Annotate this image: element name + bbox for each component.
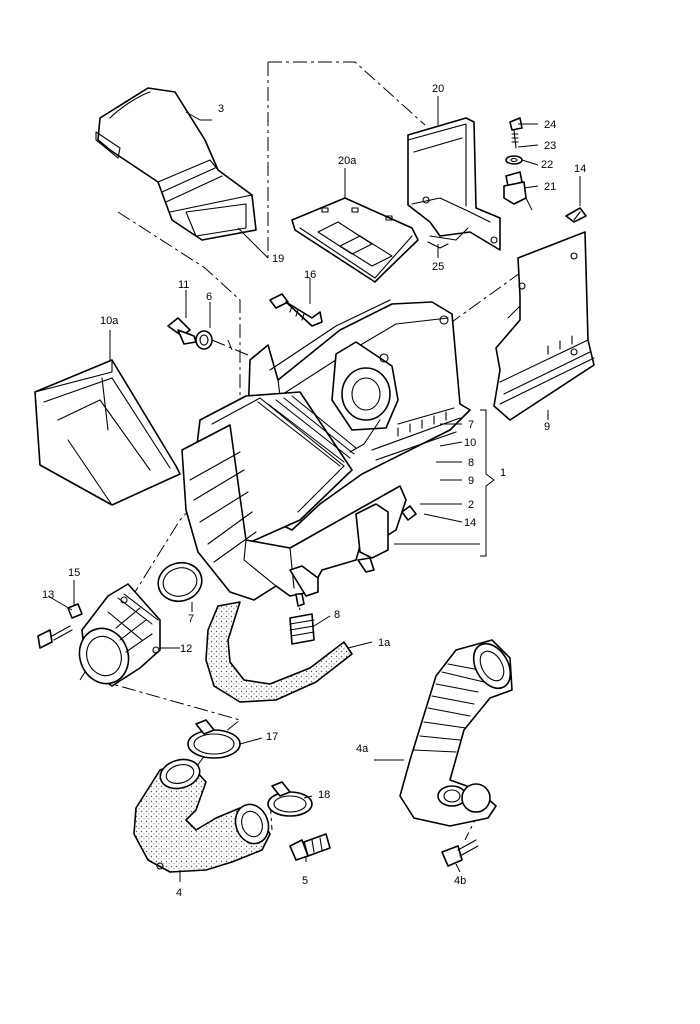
callout-20: 20 xyxy=(432,83,444,95)
nut-part-6 xyxy=(195,330,213,350)
callout-3: 3 xyxy=(218,103,224,115)
callout-7-left: 7 xyxy=(188,613,194,625)
callout-4a: 4a xyxy=(356,743,369,755)
callout-8-right: 8 xyxy=(468,457,474,469)
fitting-part-5 xyxy=(289,833,331,861)
lower-duct-part-4 xyxy=(133,758,271,873)
callout-19: 19 xyxy=(272,253,284,265)
callout-1a: 1a xyxy=(378,637,391,649)
intake-duct-part-3 xyxy=(95,87,257,241)
callout-9-right: 9 xyxy=(468,475,474,487)
callout-4b: 4b xyxy=(454,875,466,887)
callout-23: 23 xyxy=(544,140,556,152)
leader-lines xyxy=(47,96,581,882)
callout-24: 24 xyxy=(544,119,556,131)
washer-part-15 xyxy=(67,603,83,619)
bolt-part-16 xyxy=(269,293,323,327)
bellows-hose-part-4a xyxy=(399,639,513,827)
callout-22: 22 xyxy=(541,159,553,171)
hose-part-1a xyxy=(205,601,353,703)
callout-1: 1 xyxy=(500,467,506,479)
callout-7-right: 7 xyxy=(468,419,474,431)
callout-15: 15 xyxy=(68,567,80,579)
screw-part-13 xyxy=(37,625,73,649)
callout-labels: 3 20 20a 24 23 22 21 14 19 25 16 11 6 10… xyxy=(42,83,586,899)
grommet-part-11 xyxy=(167,317,197,345)
callout-5: 5 xyxy=(302,875,308,887)
callout-25: 25 xyxy=(432,261,444,273)
washer-part-22 xyxy=(505,155,523,165)
callout-6: 6 xyxy=(206,291,212,303)
callout-8-lower: 8 xyxy=(334,609,340,621)
callout-13: 13 xyxy=(42,589,54,601)
callout-18: 18 xyxy=(318,789,330,801)
callout-20a: 20a xyxy=(338,155,357,167)
side-panel-part-9 xyxy=(493,231,595,421)
callout-9-panel: 9 xyxy=(544,421,550,433)
fastener-part-24 xyxy=(509,117,523,149)
callout-16: 16 xyxy=(304,269,316,281)
callout-10: 10 xyxy=(464,437,476,449)
callout-21: 21 xyxy=(544,181,556,193)
callout-2: 2 xyxy=(468,499,474,511)
clamp-part-18 xyxy=(267,781,313,817)
screw-part-14-top xyxy=(565,207,587,223)
bolt-part-4b xyxy=(441,839,479,867)
callout-17: 17 xyxy=(266,731,278,743)
flange-part-12 xyxy=(78,583,161,687)
callout-4: 4 xyxy=(176,887,182,899)
o-ring-part-7 xyxy=(157,561,203,603)
scoop-part-10a xyxy=(34,359,181,506)
airbox-lower-housing xyxy=(181,424,407,607)
rubber-mount-part-8 xyxy=(289,613,315,645)
callout-12: 12 xyxy=(180,643,192,655)
callout-14-right: 14 xyxy=(464,517,476,529)
nut-part-21 xyxy=(503,171,527,205)
bracket-part-20a xyxy=(291,197,419,283)
callout-11: 11 xyxy=(178,279,189,291)
callout-10a: 10a xyxy=(100,315,119,327)
callout-14-top: 14 xyxy=(574,163,586,175)
heat-shield-part-20 xyxy=(407,117,501,251)
clip-part-2 xyxy=(401,505,417,521)
